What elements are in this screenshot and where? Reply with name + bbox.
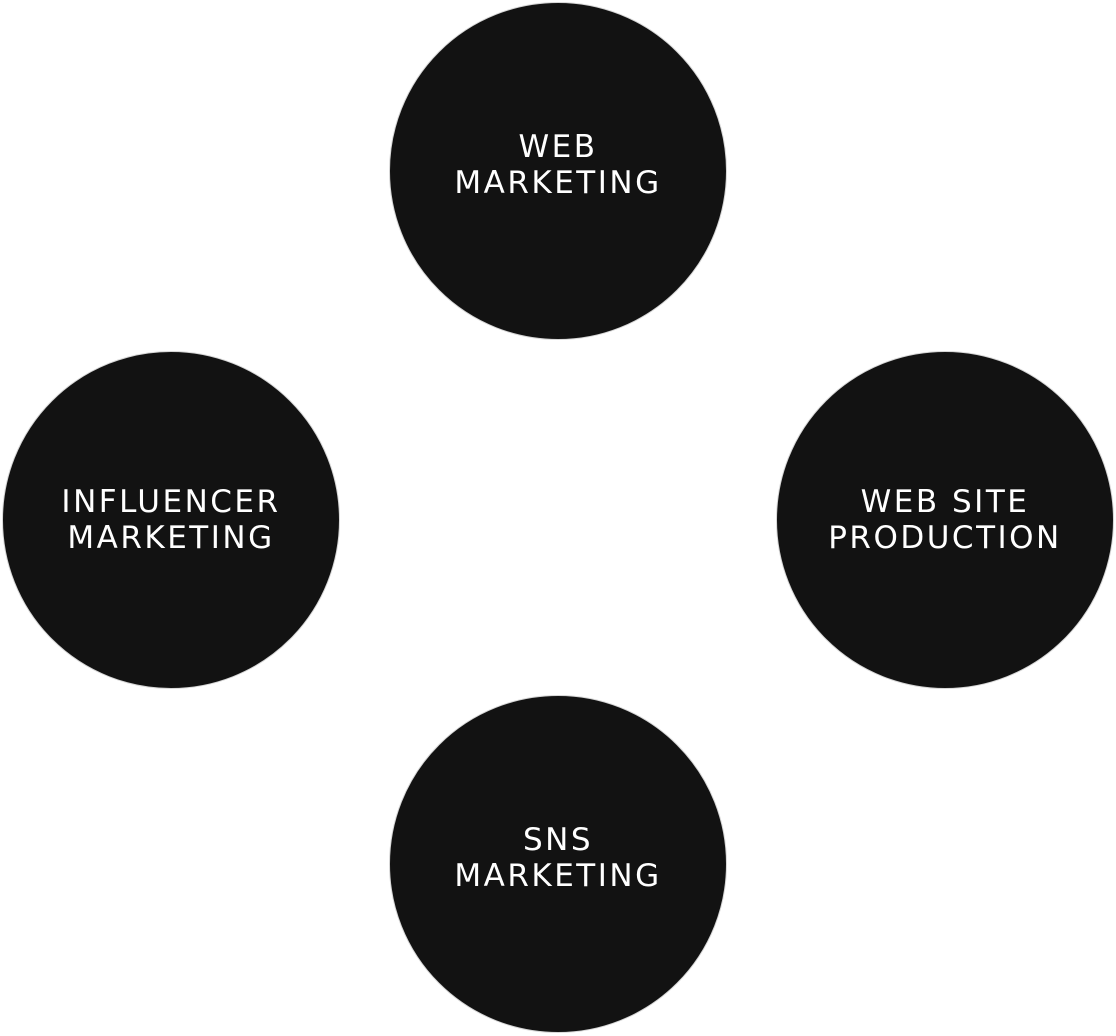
influencer-marketing-circle: INFLUENCER MARKETING [2, 351, 340, 689]
web-marketing-label-line-2: MARKETING [454, 165, 662, 201]
sns-marketing-circle: SNS MARKETING [389, 695, 727, 1033]
web-site-production-label-line-2: PRODUCTION [828, 520, 1062, 556]
sns-marketing-label-line-1: SNS [522, 822, 594, 858]
influencer-marketing-label-line-2: MARKETING [67, 520, 275, 556]
web-site-production-label-line-1: WEB SITE [860, 484, 1030, 520]
influencer-marketing-label-line-1: INFLUENCER [61, 484, 281, 520]
sns-marketing-label-line-2: MARKETING [454, 858, 662, 894]
web-marketing-label-line-1: WEB [518, 129, 598, 165]
web-site-production-circle: WEB SITE PRODUCTION [776, 351, 1114, 689]
web-marketing-circle: WEB MARKETING [389, 2, 727, 340]
